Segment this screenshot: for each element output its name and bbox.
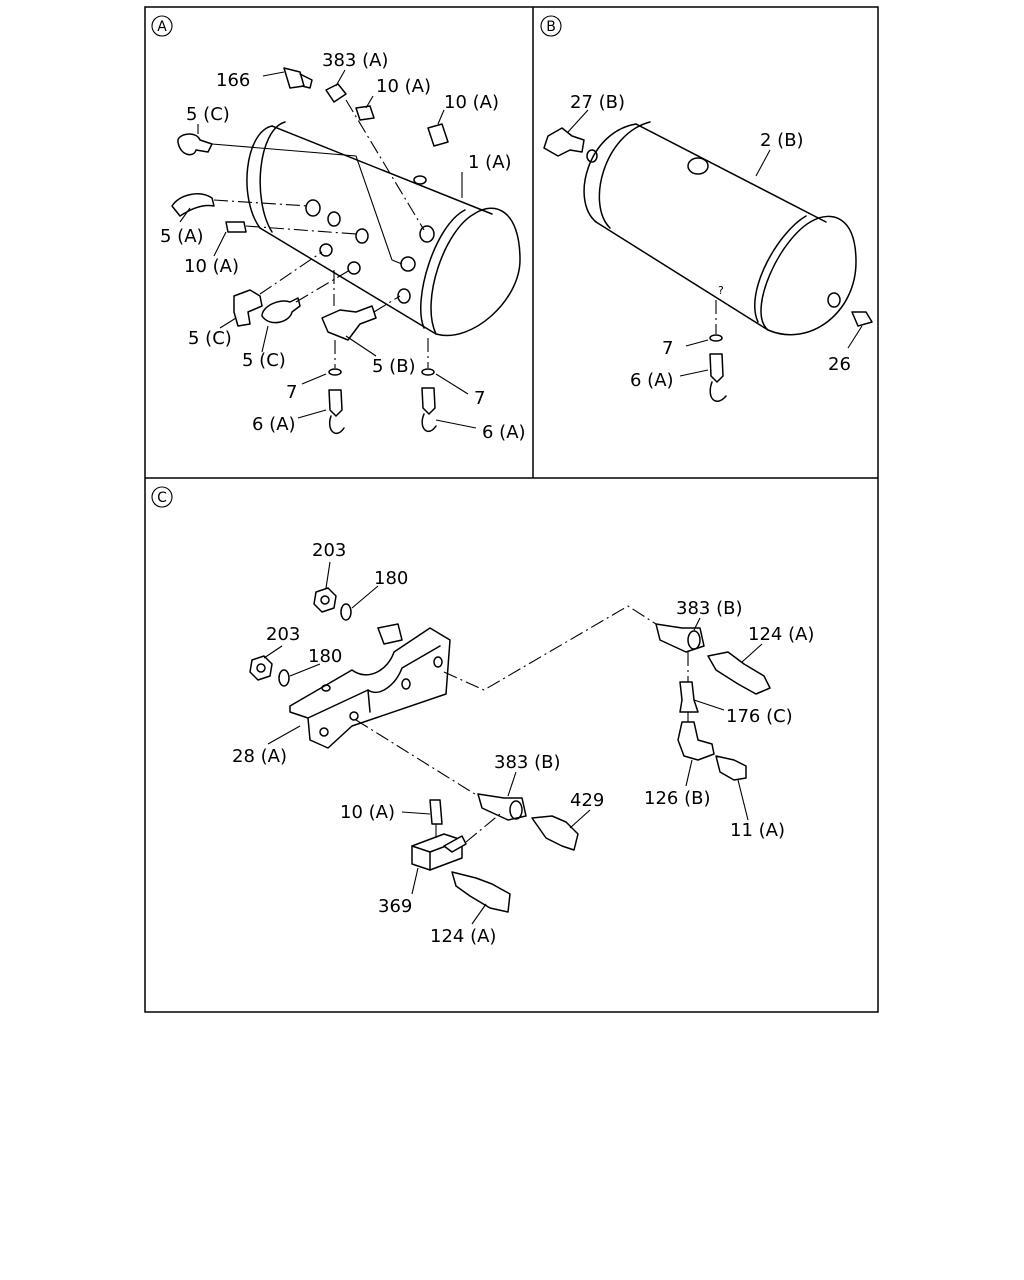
fitting-5c-top [177,133,213,156]
label-5b: 5 (B) [372,356,416,377]
panel-a-marker-text: A [157,19,167,35]
label-1a: 1 (A) [468,152,512,173]
label-10a-c: 10 (A) [340,802,395,823]
drain-6a-b [709,353,727,402]
diagram-frame [144,6,879,1013]
panel-b: B ? [540,15,873,402]
panel-c: C [151,486,814,947]
connector-383b-upper [655,623,705,653]
label-126b: 126 (B) [644,788,710,809]
label-11a: 11 (A) [730,820,785,841]
fitting-5a [171,193,215,217]
air-tank-2b: ? [583,121,857,336]
bracket-28a [289,623,451,749]
fitting-27b [543,127,585,157]
nut-203-upper [313,587,337,613]
label-7-right: 7 [474,388,485,409]
washer-7-left [328,368,342,376]
drain-6a-left [328,389,345,434]
panel-a-marker: A [151,15,173,37]
label-5c-left: 5 (C) [188,328,232,349]
washer-7-right [421,368,435,376]
nut-203-lower [249,655,273,681]
label-6a-right: 6 (A) [482,422,526,443]
label-180-lower: 180 [308,646,342,667]
fitting-383a [325,83,347,103]
sensor-11a [715,755,747,781]
label-166: 166 [216,70,250,91]
panel-c-leaders [263,561,763,925]
fitting-10a-upper [355,105,375,121]
label-176c: 176 (C) [726,706,793,727]
label-5a: 5 (A) [160,226,204,247]
panel-a-leaders [179,69,477,429]
washer-7-b [709,334,723,342]
label-7-left: 7 [286,382,297,403]
label-6a-left: 6 (A) [252,414,296,435]
label-124a-lower: 124 (A) [430,926,496,947]
panel-b-leaders [567,109,863,377]
panel-a: A [151,15,526,443]
drain-mark: ? [718,284,724,297]
switch-429 [531,815,579,851]
label-124a-upper: 124 (A) [748,624,814,645]
panel-b-marker: B [540,15,562,37]
panel-c-marker: C [151,486,173,508]
drain-6a-right [421,387,437,432]
fitting-176c [679,681,699,713]
label-203-lower: 203 [266,624,300,645]
label-203-upper: 203 [312,540,346,561]
fitting-5c-middle [261,297,301,324]
label-10a-upper: 10 (A) [376,76,431,97]
fitting-166 [283,67,313,89]
label-429: 429 [570,790,604,811]
label-10a-left: 10 (A) [184,256,239,277]
fitting-5c-left [233,289,263,327]
switch-124a-lower [451,871,511,913]
washer-180-upper [340,603,352,621]
label-26: 26 [828,354,851,375]
washer-180-lower [278,669,290,687]
label-2b: 2 (B) [760,130,804,151]
label-369: 369 [378,896,412,917]
fitting-10a-right [427,123,449,147]
label-383b-upper: 383 (B) [676,598,742,619]
panel-c-marker-text: C [157,490,167,506]
switch-124a-upper [707,651,771,695]
label-27b: 27 (B) [570,92,625,113]
fitting-10a-c [429,799,443,825]
elbow-126b [677,721,715,761]
label-5c-middle: 5 (C) [242,350,286,371]
label-5c-top: 5 (C) [186,104,230,125]
label-6a-b: 6 (A) [630,370,674,391]
label-10a-right: 10 (A) [444,92,499,113]
connector-383b-lower [477,793,527,821]
panel-b-marker-text: B [546,19,556,35]
fitting-10a-left [225,221,247,233]
block-369 [411,833,467,871]
label-28a: 28 (A) [232,746,287,767]
fitting-5b [321,305,377,341]
label-7-b: 7 [662,338,673,359]
label-180-upper: 180 [374,568,408,589]
label-383b-lower: 383 (B) [494,752,560,773]
plug-26 [851,311,873,327]
label-383a: 383 (A) [322,50,388,71]
